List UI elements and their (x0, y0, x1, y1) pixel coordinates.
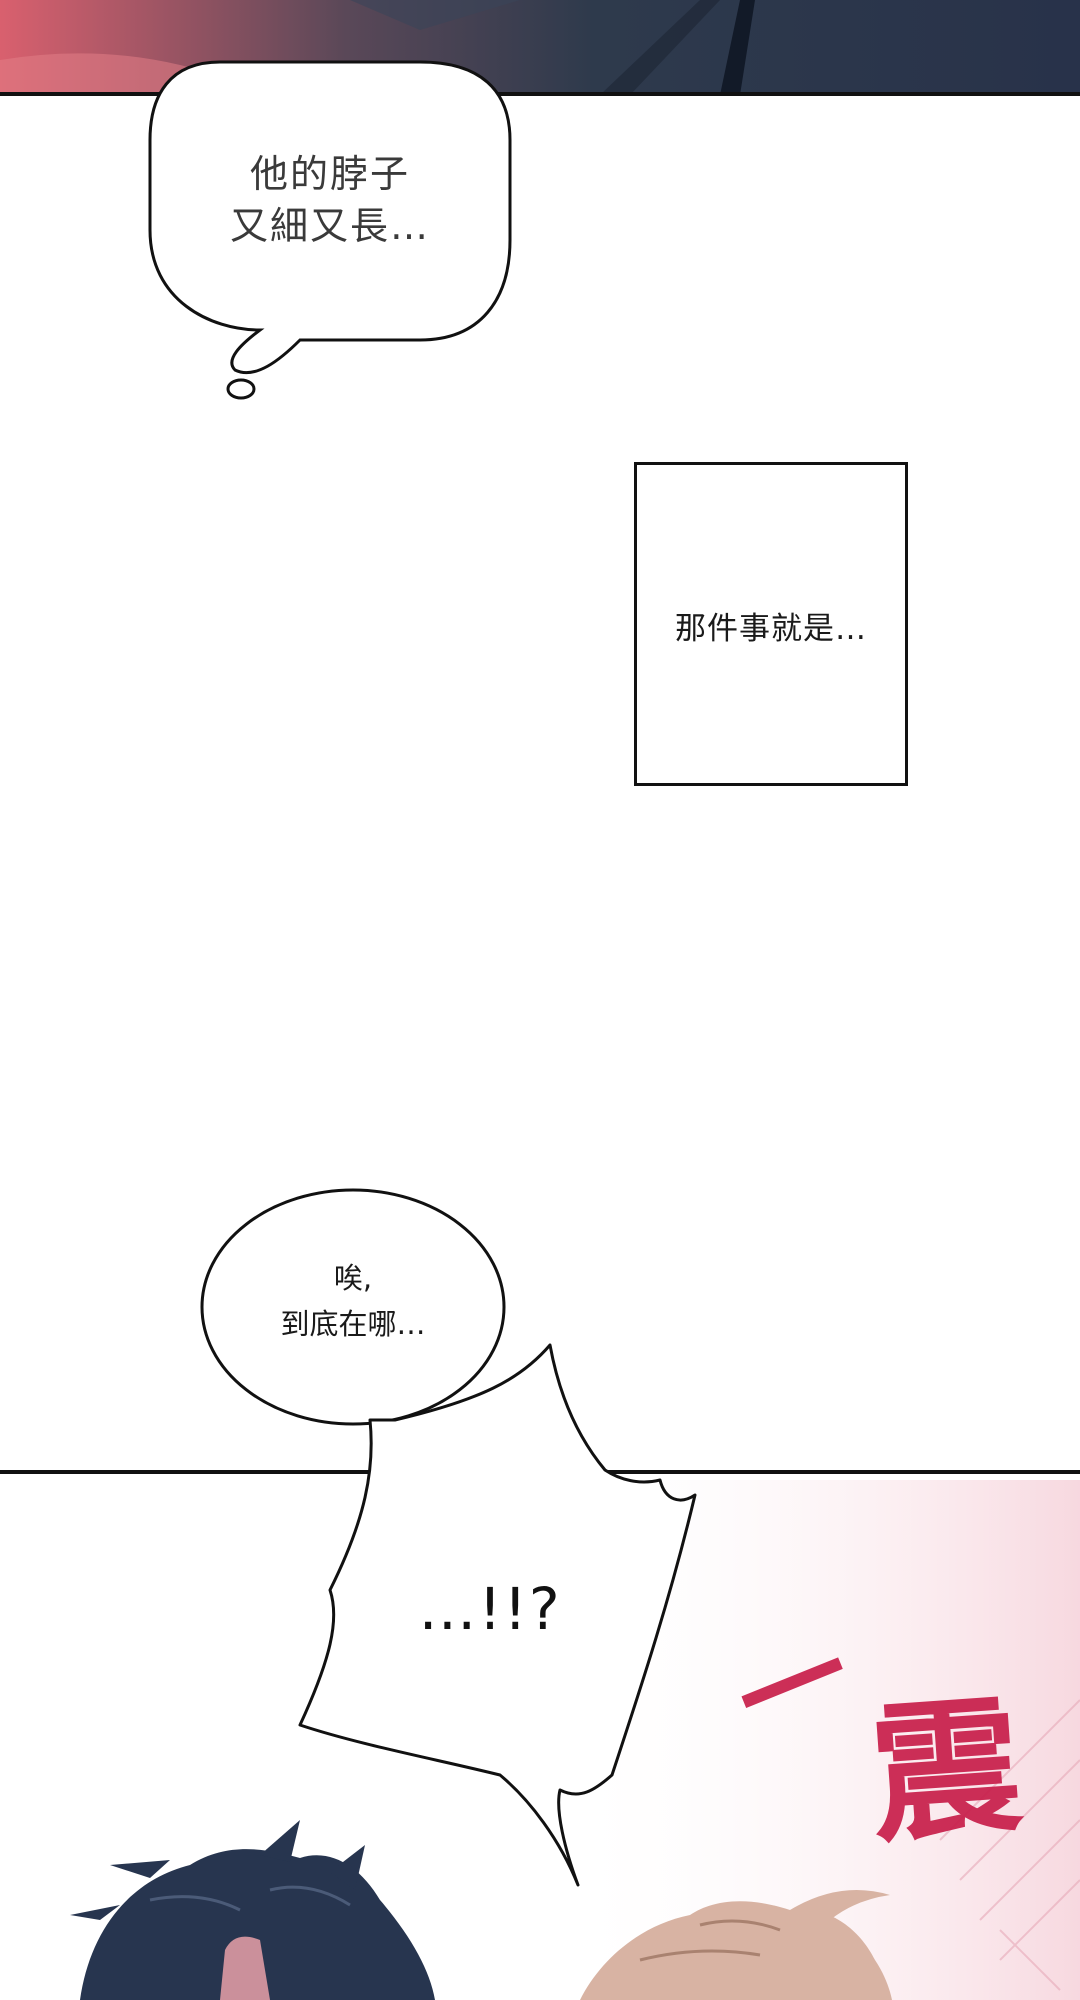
character-light-hair (580, 1890, 892, 2000)
character-dark-hair (70, 1820, 435, 2000)
thought-line-1: 他的脖子 (249, 152, 410, 196)
thought-line-2: 又細又長… (229, 204, 430, 248)
narration-box (634, 462, 908, 786)
speed-lines (939, 1699, 1080, 1991)
narration-box-text: 那件事就是… (675, 611, 867, 647)
speech-line-1: 唉, (333, 1261, 373, 1295)
sfx-glyph: 震 (864, 1677, 1027, 1864)
speech-bubble-text: 唉, 到底在哪… (203, 1255, 503, 1347)
thought-bubble-text: 他的脖子 又細又長… (150, 148, 510, 252)
speech-line-2: 到底在哪… (280, 1307, 426, 1341)
shout-bubble-text: …!!? (418, 1575, 562, 1643)
